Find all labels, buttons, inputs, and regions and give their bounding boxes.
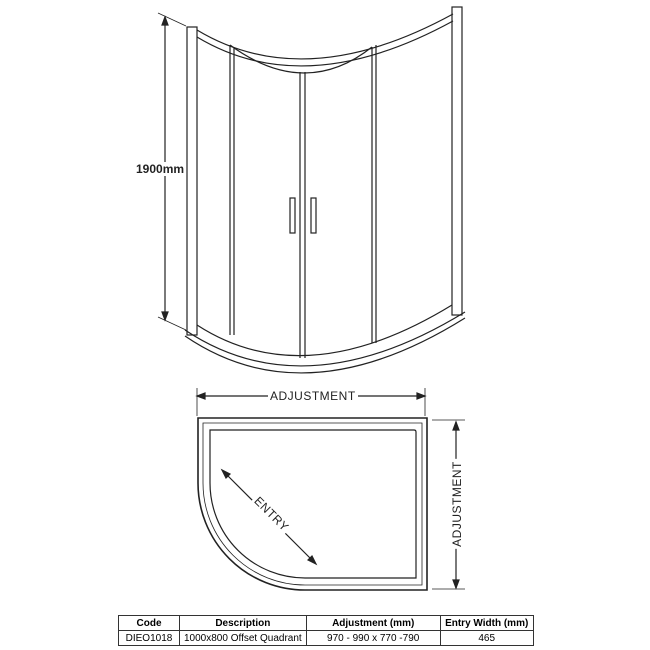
header-entry-width: Entry Width (mm): [439, 615, 534, 631]
spec-table: Code Description Adjustment (mm) Entry W…: [118, 615, 534, 646]
depth-adjustment-label: ADJUSTMENT: [449, 459, 464, 549]
right-post: [451, 6, 463, 316]
top-rail: [196, 13, 454, 60]
door-handle-right: [310, 197, 317, 234]
left-post: [186, 26, 198, 336]
cell-code: DIEO1018: [118, 630, 180, 646]
front-view: [157, 6, 466, 374]
plan-view: [195, 388, 465, 591]
table-header-row: Code Description Adjustment (mm) Entry W…: [118, 615, 534, 631]
header-adjustment: Adjustment (mm): [305, 615, 441, 631]
door-handle-left: [289, 197, 296, 234]
cell-entry-width: 465: [439, 630, 534, 646]
shower-tray: [184, 311, 466, 367]
cell-adjustment: 970 - 990 x 770 -790: [305, 630, 441, 646]
height-label: 1900mm: [134, 162, 187, 176]
enclosure-outline: [197, 417, 428, 591]
table-row: DIEO1018 1000x800 Offset Quadrant 970 - …: [118, 630, 534, 646]
header-code: Code: [118, 615, 180, 631]
width-adjustment-label: ADJUSTMENT: [268, 389, 358, 403]
cell-description: 1000x800 Offset Quadrant: [179, 630, 307, 646]
tray-inner: [209, 429, 417, 579]
header-description: Description: [179, 615, 307, 631]
